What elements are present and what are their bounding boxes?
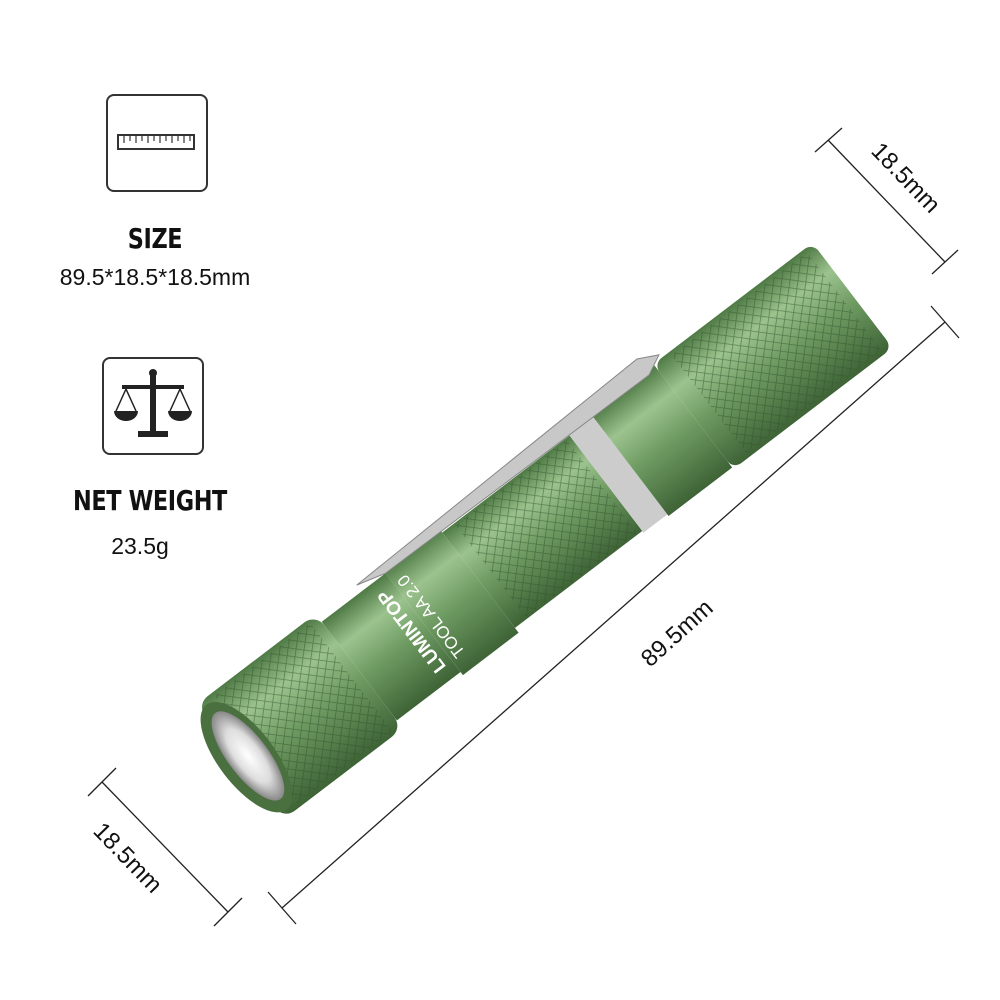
weight-value: 23.5g <box>111 533 169 559</box>
size-icon-box <box>106 94 208 192</box>
weight-title: NET WEIGHT <box>73 484 227 517</box>
pocket-clip <box>356 354 660 586</box>
dimension-lines <box>87 127 960 927</box>
ruler-icon <box>117 134 195 150</box>
flashlight: LUMINTOP TOOL AA 2.0 <box>200 246 889 814</box>
balance-scale-icon <box>114 369 192 437</box>
size-value: 89.5*18.5*18.5mm <box>59 264 251 290</box>
size-title: SIZE <box>127 222 183 255</box>
head-diameter-label: 18.5mm <box>88 817 168 898</box>
length-label: 89.5mm <box>636 594 718 672</box>
weight-icon-box <box>102 357 204 455</box>
tail-diameter-label: 18.5mm <box>866 137 946 218</box>
